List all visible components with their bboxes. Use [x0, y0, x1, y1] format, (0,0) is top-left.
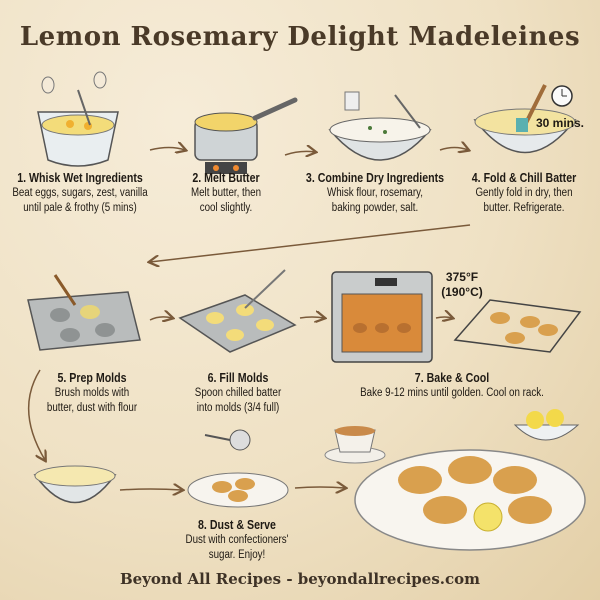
step-6-line-2: into molds (3/4 full)	[196, 402, 280, 414]
arrow-7-rack	[435, 317, 452, 318]
step-2-title: 2. Melt Butter	[192, 171, 260, 185]
step-3-title: 3. Combine Dry Ingredients	[305, 171, 445, 185]
step-8-line-2: sugar. Enjoy!	[208, 549, 266, 561]
step-7-description: Bake 9-12 mins until golden. Cool on rac…	[360, 387, 544, 399]
step-8-title: 8. Dust & Serve	[198, 518, 276, 532]
arrow-bowl-8	[119, 489, 182, 490]
step-3-line-2: baking powder, salt.	[331, 202, 419, 214]
clock-icon	[551, 85, 573, 107]
step-3-description: Whisk flour, rosemary, baking powder, sal…	[327, 186, 423, 216]
step-5-title: 5. Prep Molds	[57, 371, 127, 385]
oven-illustration	[331, 271, 433, 363]
temp-c-note: (190°C)	[441, 285, 483, 299]
arrow-5-6	[149, 317, 172, 320]
tea-cup-illustration	[324, 426, 386, 464]
chill-time-note: 30 mins.	[535, 116, 585, 130]
flow-arrows	[27, 148, 471, 491]
step-1-line-2: until pale & frothy (5 mins)	[23, 202, 137, 214]
step-1-line-1: Beat eggs, sugars, zest, vanilla	[12, 187, 148, 199]
saucepan-illustration	[194, 97, 298, 174]
temp-f-note: 375°F	[445, 270, 479, 284]
step-4-line-2: butter. Refrigerate.	[483, 202, 565, 214]
step-5-line-2: butter, dust with flour	[46, 402, 138, 414]
madeleine-tray-filled-illustration	[178, 269, 297, 353]
step-5-line-1: Brush molds with	[54, 387, 130, 399]
step-2-description: Melt butter, then cool slightly.	[191, 186, 261, 216]
step-6-line-1: Spoon chilled batter	[194, 387, 282, 399]
lemon-bowl-illustration	[513, 409, 580, 441]
arrow-5-bowl	[27, 369, 45, 460]
arrow-4-5	[150, 224, 471, 262]
cooling-rack-illustration	[453, 299, 582, 353]
step-4-title: 4. Fold & Chill Batter	[471, 171, 577, 185]
step-2-line-1: Melt butter, then	[190, 187, 262, 199]
step-3-line-1: Whisk flour, rosemary,	[327, 187, 423, 199]
arrow-6-7	[299, 317, 324, 318]
batter-bowl-illustration	[33, 465, 117, 504]
step-1-description: Beat eggs, sugars, zest, vanilla until pa…	[12, 186, 147, 216]
dusted-madeleines-plate-illustration	[187, 429, 289, 508]
arrow-2-3	[284, 151, 315, 155]
step-6-title: 6. Fill Molds	[207, 371, 269, 385]
step-8-line-1: Dust with confectioners'	[185, 534, 289, 546]
step-1-title: 1. Whisk Wet Ingredients	[17, 171, 143, 185]
final-madeleines-platter-illustration	[354, 449, 586, 551]
arrow-1-2	[149, 148, 185, 151]
step-4-description: Gently fold in dry, then butter. Refriger…	[475, 186, 572, 216]
step-2-line-2: cool slightly.	[199, 202, 253, 214]
footer-credit: Beyond All Recipes - beyondallrecipes.co…	[119, 570, 481, 588]
step-5-description: Brush molds with butter, dust with flour	[47, 386, 137, 416]
madeleine-tray-prep-illustration	[27, 274, 141, 351]
step-6-description: Spoon chilled batter into molds (3/4 full…	[195, 386, 281, 416]
chilled-batter-bowl-illustration	[473, 84, 577, 154]
arrow-3-4	[439, 148, 468, 151]
step-4-line-1: Gently fold in dry, then	[475, 187, 573, 199]
step-7-title: 7. Bake & Cool	[414, 371, 490, 385]
arrow-8-platter	[294, 487, 345, 488]
dry-ingredients-bowl-illustration	[328, 91, 432, 161]
step-8-description: Dust with confectioners' sugar. Enjoy!	[186, 533, 289, 563]
mixing-jug-illustration	[37, 71, 119, 167]
page-title: Lemon Rosemary Delight Madeleines	[19, 22, 581, 52]
